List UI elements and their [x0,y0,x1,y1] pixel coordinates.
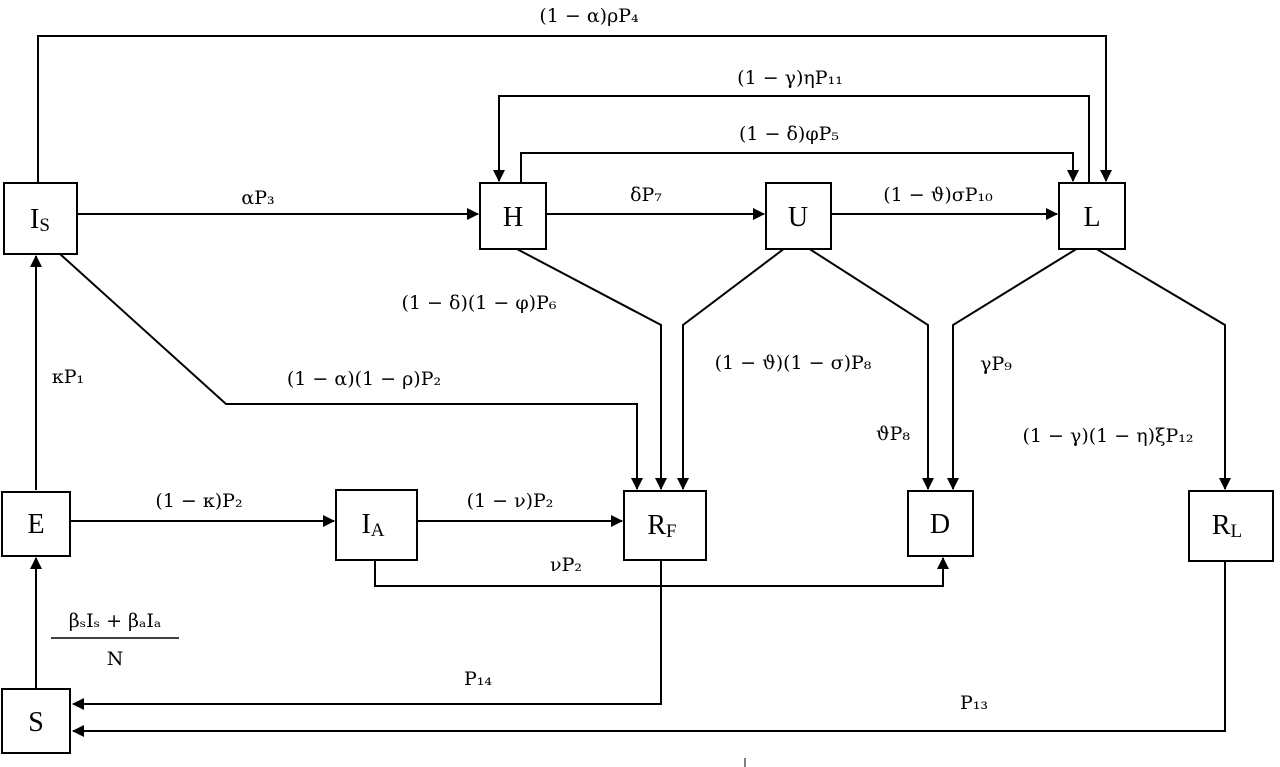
node-rl-sub: L [1231,521,1243,542]
label-rl-to-s: P₁₃ [960,692,988,714]
node-l-label: L [1083,202,1100,233]
label-h-to-u: δP₇ [630,184,662,206]
node-h-label: H [503,202,523,233]
svg-text:RF: RF [647,510,676,542]
node-e-label: E [27,509,44,540]
node-u: U [765,182,832,250]
edge-rl-to-s [72,562,1226,737]
node-ia: IA [335,489,418,561]
node-ia-main: I [361,509,370,540]
node-l: L [1058,182,1126,250]
edge-is-to-rf [59,253,643,490]
edge-l-to-rl [1094,247,1231,490]
label-u-to-d: ϑP₈ [876,423,910,445]
edge-l-to-h [493,95,1090,183]
node-e: E [1,491,71,557]
label-u-to-l: (1 − ϑ)σP₁₀ [883,184,993,206]
edge-ia-to-d [374,557,949,587]
node-rf: RF [623,490,707,561]
node-h: H [479,182,547,250]
node-rl: RL [1188,490,1274,562]
edge-h-to-rf [514,247,667,490]
node-is-main: I [30,204,39,235]
label-u-to-rf: (1 − ϑ)(1 − σ)P₈ [715,352,872,374]
label-l-to-h: (1 − γ)ηP₁₁ [737,67,843,89]
label-s-to-e-numerator: βₛIₛ + βₐIₐ [69,610,161,632]
label-ia-to-d: νP₂ [550,554,582,576]
label-is-to-rf: (1 − α)(1 − ρ)P₂ [287,368,441,390]
svg-text:IA: IA [361,509,384,541]
edge-u-to-rf [677,247,786,490]
node-rf-main: R [647,510,666,541]
node-u-label: U [788,202,808,233]
label-l-to-rl: (1 − γ)(1 − η)ξP₁₂ [1022,425,1193,447]
node-is: IS [3,182,78,255]
edge-rf-to-s [72,560,662,710]
edge-l-to-d [947,247,1079,490]
label-is-to-h: αP₃ [241,187,274,209]
edge-h-to-l [520,152,1079,183]
label-l-to-d: γP₉ [980,353,1012,375]
label-rf-to-s: P₁₄ [464,668,492,690]
node-rf-sub: F [666,521,677,542]
label-e-to-ia: (1 − κ)P₂ [155,490,242,512]
label-h-to-l: (1 − δ)φP₅ [739,123,839,145]
edge-u-to-d [807,247,934,490]
node-s-label: S [28,707,44,738]
edge-is-to-l [37,35,1112,183]
label-s-to-e-denominator: N [107,648,124,670]
node-rl-main: R [1212,510,1231,541]
label-is-to-l: (1 − α)ρP₄ [539,5,639,27]
svg-text:RL: RL [1212,510,1242,542]
label-ia-to-rf: (1 − ν)P₂ [467,490,554,512]
node-d-label: D [930,509,950,540]
node-is-sub: S [39,215,50,236]
label-s-to-e: βₛIₛ + βₐIₐ N [51,610,179,670]
node-ia-sub: A [371,520,385,541]
node-d: D [907,490,974,557]
label-e-to-is: κP₁ [52,366,84,388]
svg-text:IS: IS [30,204,50,236]
node-s: S [1,688,71,754]
label-h-to-rf: (1 − δ)(1 − φ)P₆ [402,292,557,314]
